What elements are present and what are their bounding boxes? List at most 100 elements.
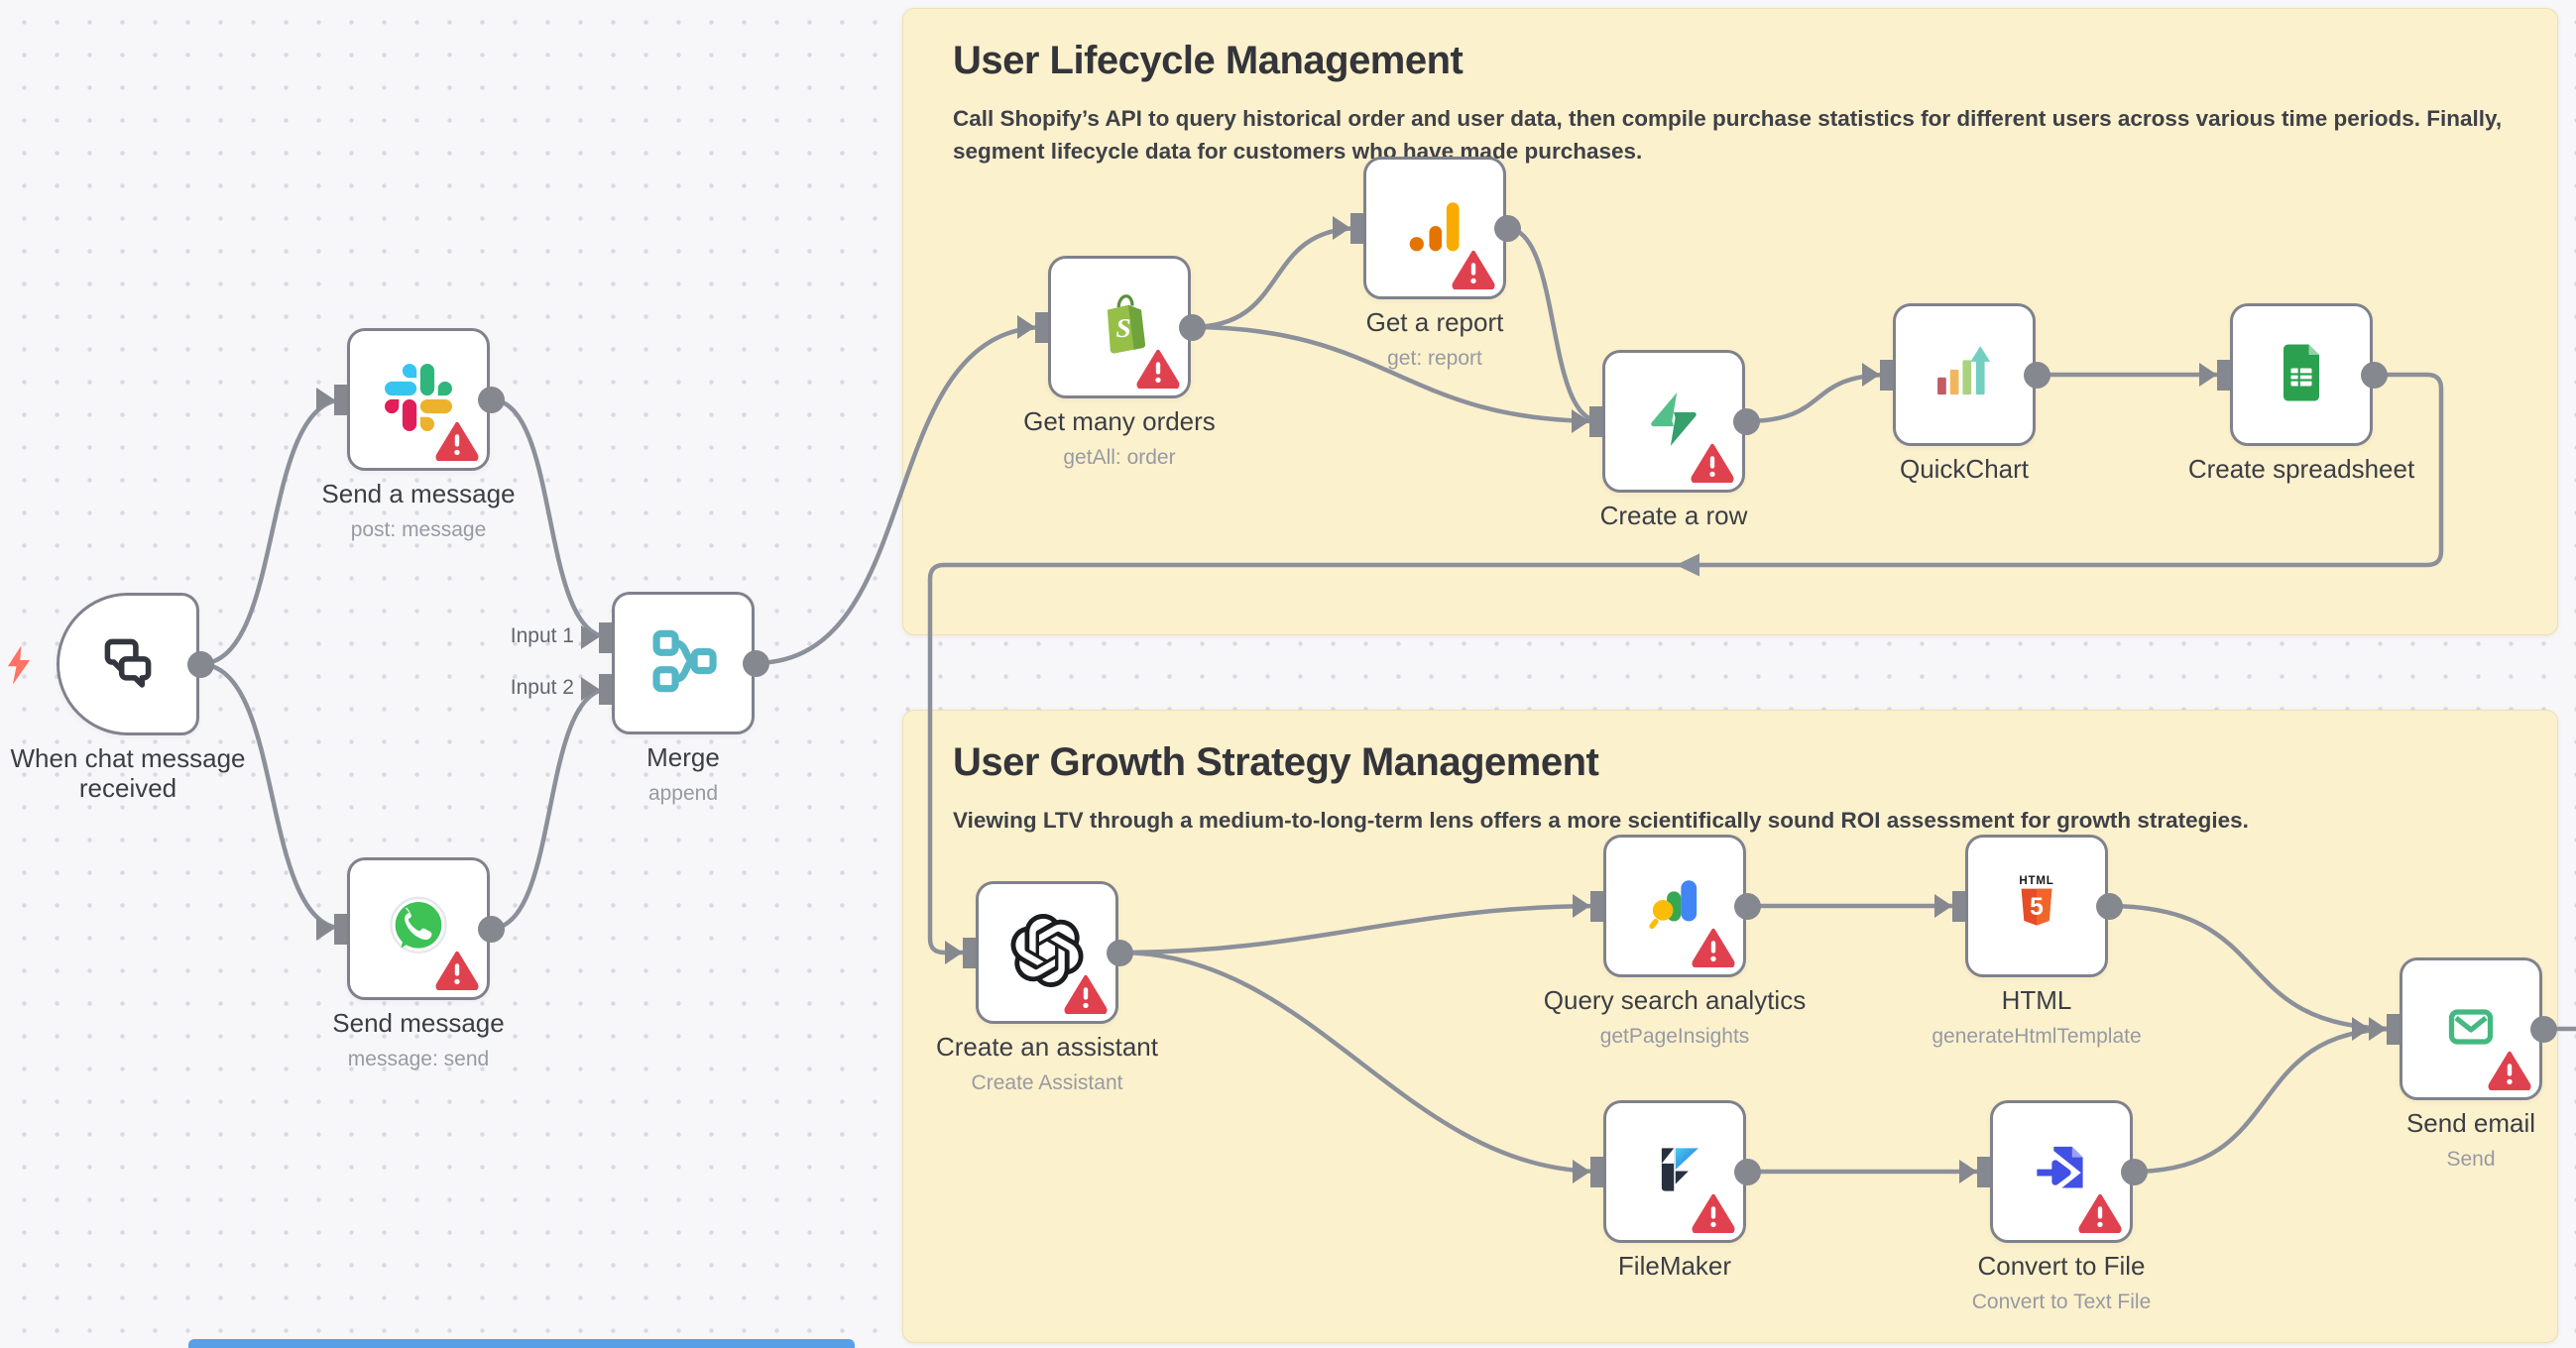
node-box[interactable] bbox=[1603, 835, 1746, 977]
warning-icon bbox=[2488, 1051, 2531, 1090]
merge-icon bbox=[645, 623, 721, 704]
output-port[interactable] bbox=[1734, 892, 1761, 920]
node-box[interactable]: S bbox=[1048, 256, 1191, 398]
blue-sticky-note-edge[interactable] bbox=[188, 1339, 855, 1348]
quickchart-icon bbox=[1927, 335, 2002, 415]
node-box[interactable] bbox=[347, 857, 490, 1000]
svg-text:HTML: HTML bbox=[2019, 874, 2053, 886]
node-box[interactable] bbox=[1893, 303, 2036, 446]
warning-icon bbox=[1692, 928, 1735, 967]
input-port[interactable] bbox=[334, 384, 347, 415]
connection-edge[interactable] bbox=[196, 396, 348, 667]
node-box[interactable] bbox=[612, 592, 755, 734]
input-port[interactable] bbox=[2217, 359, 2230, 391]
output-port[interactable] bbox=[478, 915, 505, 943]
convert-file-icon bbox=[2025, 1133, 2098, 1211]
supabase-icon bbox=[1636, 382, 1711, 462]
output-port[interactable] bbox=[2024, 361, 2050, 389]
connection-edge[interactable] bbox=[2105, 903, 2400, 1032]
connection-edge[interactable] bbox=[1188, 225, 1364, 330]
input-port[interactable] bbox=[599, 621, 612, 653]
node-box[interactable] bbox=[1603, 1100, 1746, 1243]
output-port[interactable] bbox=[2121, 1158, 2148, 1185]
input-arrow-icon bbox=[1573, 894, 1590, 918]
connection-edge[interactable] bbox=[752, 324, 1049, 666]
input-arrow-icon bbox=[581, 677, 599, 701]
input-port[interactable] bbox=[963, 937, 976, 968]
output-port[interactable] bbox=[1494, 214, 1521, 242]
input-port[interactable] bbox=[1350, 212, 1363, 244]
input-port[interactable] bbox=[1880, 359, 1893, 391]
output-port[interactable] bbox=[2530, 1015, 2557, 1043]
node-box[interactable] bbox=[976, 881, 1118, 1024]
node-filemaker[interactable]: FileMaker bbox=[1573, 1100, 1761, 1281]
node-subtitle: get: report bbox=[1387, 347, 1482, 370]
node-sheets[interactable]: Create spreadsheet bbox=[2188, 303, 2414, 484]
node-box[interactable] bbox=[1602, 350, 1745, 493]
connection-edge[interactable] bbox=[196, 661, 348, 932]
connection-edge[interactable] bbox=[487, 686, 613, 932]
input-port[interactable] bbox=[1035, 311, 1048, 343]
node-label: When chat message received bbox=[10, 743, 246, 803]
node-supabase[interactable]: Create a row bbox=[1572, 350, 1760, 530]
input-port[interactable] bbox=[1590, 1156, 1603, 1187]
input-port[interactable] bbox=[1952, 890, 1965, 922]
filemaker-icon bbox=[1638, 1133, 1711, 1211]
output-port[interactable] bbox=[1179, 313, 1206, 341]
input-port[interactable] bbox=[334, 913, 347, 945]
input-port[interactable] bbox=[599, 673, 612, 705]
output-port[interactable] bbox=[187, 650, 214, 678]
node-box[interactable] bbox=[1990, 1100, 2133, 1243]
connection-edge[interactable] bbox=[1115, 950, 1604, 1175]
node-label: Convert to File bbox=[1977, 1251, 2146, 1281]
node-box[interactable] bbox=[57, 593, 199, 735]
warning-icon bbox=[435, 951, 479, 990]
input-port[interactable] bbox=[1589, 405, 1602, 437]
connection-edge[interactable] bbox=[2130, 1026, 2400, 1175]
output-port[interactable] bbox=[478, 386, 505, 413]
input-arrow-icon bbox=[316, 917, 334, 941]
node-label: Send email bbox=[2405, 1108, 2536, 1138]
warning-icon bbox=[1136, 349, 1180, 389]
output-port[interactable] bbox=[1734, 1158, 1761, 1185]
node-box[interactable] bbox=[2400, 957, 2542, 1100]
connection-edge[interactable] bbox=[1115, 903, 1604, 955]
html5-icon: HTML 5 bbox=[2000, 867, 2073, 946]
node-chat-trigger[interactable]: When chat message received bbox=[7, 593, 246, 803]
output-port[interactable] bbox=[1107, 939, 1133, 966]
sticky-description: Call Shopify’s API to query historical o… bbox=[953, 106, 2503, 164]
node-quickchart[interactable]: QuickChart bbox=[1862, 303, 2050, 484]
input-port[interactable] bbox=[1590, 890, 1603, 922]
connection-edge[interactable] bbox=[1188, 324, 1603, 424]
input-arrow-icon bbox=[1017, 315, 1035, 339]
output-port[interactable] bbox=[743, 649, 769, 677]
output-port[interactable] bbox=[2361, 361, 2388, 389]
node-subtitle: Send bbox=[2446, 1148, 2496, 1171]
node-box[interactable] bbox=[2230, 303, 2373, 446]
node-label: Get a report bbox=[1365, 307, 1504, 337]
edge-direction-arrow-icon bbox=[1676, 553, 1699, 577]
openai-icon bbox=[1010, 913, 1084, 992]
node-box[interactable] bbox=[347, 328, 490, 471]
input-arrow-icon bbox=[2369, 1017, 2387, 1041]
output-port[interactable] bbox=[2096, 892, 2123, 920]
node-box[interactable]: HTML 5 bbox=[1965, 835, 2108, 977]
node-box[interactable] bbox=[1363, 157, 1506, 299]
node-ga[interactable]: Get a report get: report bbox=[1333, 157, 1521, 370]
input-port[interactable] bbox=[2387, 1013, 2400, 1045]
warning-icon bbox=[1452, 250, 1495, 289]
output-port[interactable] bbox=[1733, 407, 1760, 435]
input-port[interactable] bbox=[1977, 1156, 1990, 1187]
input-arrow-icon bbox=[2352, 1017, 2370, 1041]
